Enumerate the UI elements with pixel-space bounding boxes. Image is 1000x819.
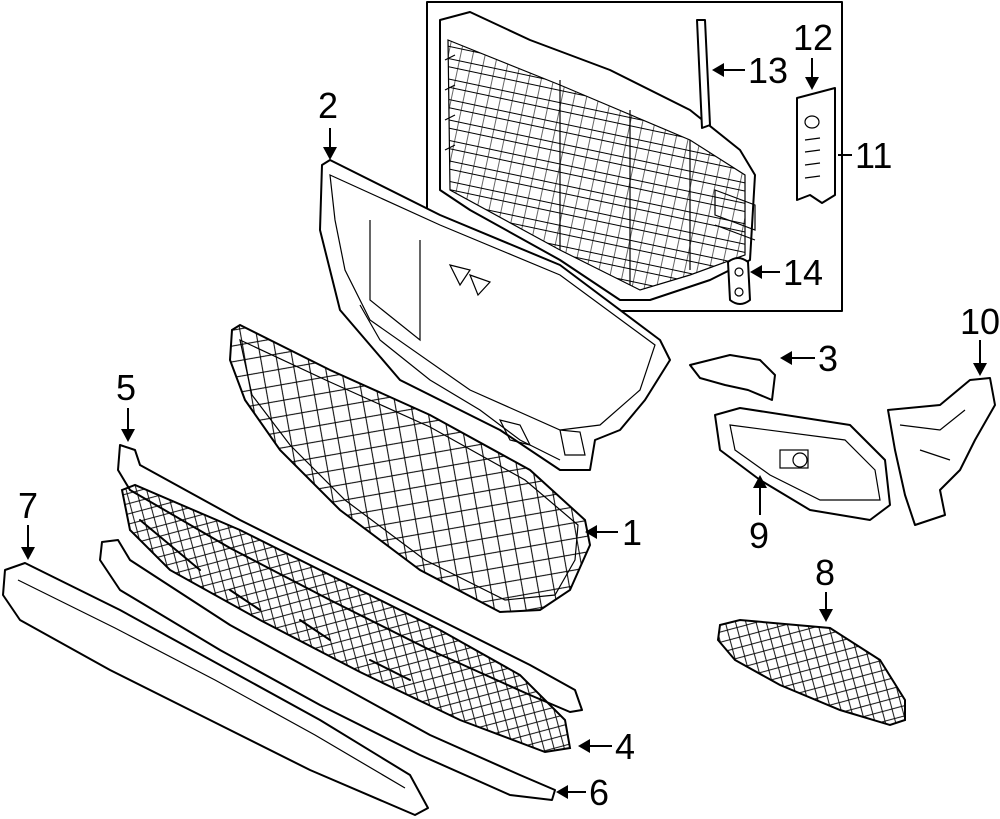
callout-9: 9 [749,515,769,556]
fog-mesh-grille [716,618,906,727]
callout-8: 8 [815,552,835,593]
fog-lamp-housing [714,407,891,521]
callout-6: 6 [589,772,609,813]
callout-12: 12 [793,17,833,58]
main-mesh-grille [228,323,592,614]
callout-3: 3 [818,338,838,379]
callout-13: 13 [748,50,788,91]
side-mount-bracket [887,377,996,526]
callout-leaders [21,58,987,799]
callout-5: 5 [116,367,136,408]
callout-11: 11 [855,135,892,176]
seal-strip [696,19,711,129]
callout-7: 7 [18,485,38,526]
callout-14: 14 [783,252,823,293]
callout-1: 1 [622,512,642,553]
lower-mesh-grille [120,483,572,754]
clip-part [727,257,751,305]
lower-trim-strip [99,539,556,801]
callout-labels: 1 2 3 4 5 6 7 8 9 10 11 12 13 14 [18,17,1000,813]
upper-grille-frame [319,159,671,471]
shutter-assembly-box [426,1,843,312]
bumper-trim-bar [2,562,429,816]
shutter-bracket [796,87,836,204]
callout-2: 2 [318,85,338,126]
side-bracket [689,354,776,401]
callout-4: 4 [615,726,635,767]
callout-10: 10 [960,301,1000,342]
